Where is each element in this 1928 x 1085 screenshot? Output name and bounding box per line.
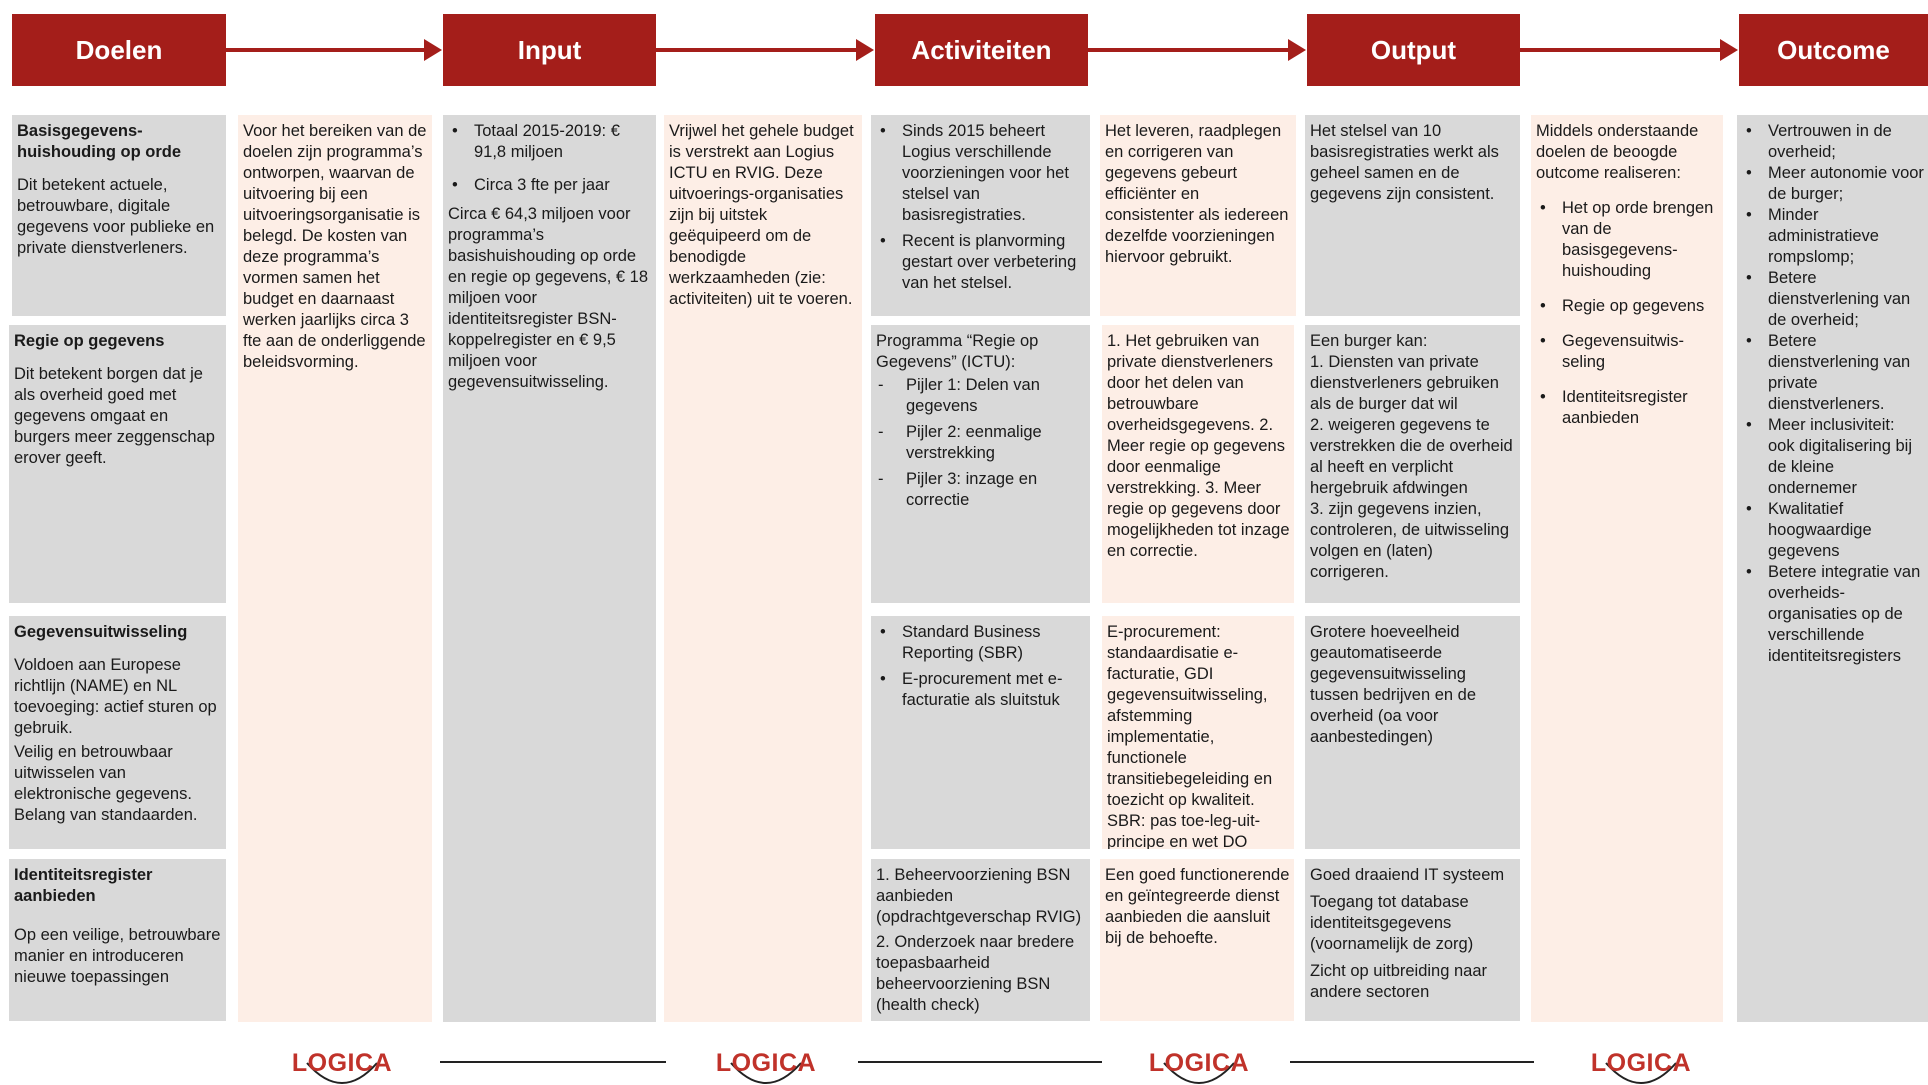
logica-logo-3: LOGICA xyxy=(1134,1041,1264,1085)
activiteit-1: Sinds 2015 beheert Logius verschillende … xyxy=(871,115,1090,316)
outcome-bullet: Betere dienstverlening van de overheid; xyxy=(1746,268,1924,331)
output-3: Grotere hoeveelheid geautomatiseerde geg… xyxy=(1305,616,1520,849)
note-text: Een goed functionerende en geïntegreerde… xyxy=(1105,866,1290,947)
activiteit-intro: Programma “Regie op Gegevens” (ICTU): xyxy=(876,332,1039,371)
doel-text: Dit betekent actuele, betrouwbare, digit… xyxy=(17,176,215,257)
doel-regie: Regie op gegevens Dit betekent borgen da… xyxy=(9,325,226,603)
header-output: Output xyxy=(1307,14,1520,86)
doel-title: Gegevensuitwisseling xyxy=(14,623,188,641)
activiteit-text: 1. Beheervoorziening BSN aanbieden (opdr… xyxy=(876,866,1082,926)
header-activiteiten: Activiteiten xyxy=(875,14,1088,86)
output-text: Toegang tot database identiteitsgegevens… xyxy=(1310,893,1474,953)
logo-text: LOGICA xyxy=(291,1049,393,1077)
footer-rule-1 xyxy=(440,1061,666,1063)
activiteit-note-3: E-procurement: standaardisatie e-factura… xyxy=(1102,616,1294,849)
activiteit-pijler: Pijler 1: Delen van gegevens xyxy=(878,375,1086,417)
logo-text: LOGICA xyxy=(1590,1049,1692,1077)
note-text: E-procurement: standaardisatie e-factura… xyxy=(1107,623,1273,849)
logo-arc-icon xyxy=(1605,1062,1677,1084)
outcome-bullet: Betere integratie van overheids-organisa… xyxy=(1746,562,1924,667)
output-text: Goed draaiend IT systeem xyxy=(1310,866,1505,884)
activiteit-2: Programma “Regie op Gegevens” (ICTU): Pi… xyxy=(871,325,1090,603)
activiteit-note-1: Het leveren, raadplegen en corrigeren va… xyxy=(1100,115,1296,316)
input-bullet: Circa 3 fte per jaar xyxy=(452,175,652,196)
outcome-panel: Vertrouwen in de overheid; Meer autonomi… xyxy=(1737,115,1928,1022)
header-outcome: Outcome xyxy=(1739,14,1928,86)
logica-logo-2: LOGICA xyxy=(701,1041,831,1085)
flow-arrow-1 xyxy=(226,39,442,61)
doel-text: Veilig en betrouwbaar uitwisselen van el… xyxy=(14,743,198,824)
logo-arc-icon xyxy=(730,1062,802,1084)
input-note: Vrijwel het gehele budget is verstrekt a… xyxy=(664,115,862,1022)
logica-logo-4: LOGICA xyxy=(1576,1041,1706,1085)
activiteit-bullet: Recent is planvorming gestart over verbe… xyxy=(880,231,1086,294)
logo-arc-icon xyxy=(1163,1062,1235,1084)
flow-arrow-3 xyxy=(1088,39,1306,61)
doel-basisgegevens: Basisgegevens-huishouding op orde Dit be… xyxy=(12,115,226,316)
output-text: 2. weigeren gegevens te verstrekken die … xyxy=(1310,416,1513,497)
activiteit-pijler: Pijler 3: inzage en correctie xyxy=(878,469,1086,511)
logo-text: LOGICA xyxy=(715,1049,817,1077)
outcome-bullet: Vertrouwen in de overheid; xyxy=(1746,121,1924,163)
outcome-bullet: Meer autonomie voor de burger; xyxy=(1746,163,1924,205)
doel-text: Voldoen aan Europese richtlijn (NAME) en… xyxy=(14,656,217,737)
output-2: Een burger kan: 1. Diensten van private … xyxy=(1305,325,1520,603)
activiteit-pijler: Pijler 2: eenmalige verstrekking xyxy=(878,422,1086,464)
flow-arrow-2 xyxy=(656,39,874,61)
output-text: Grotere hoeveelheid geautomatiseerde geg… xyxy=(1310,623,1477,746)
output-note-bullet: Gegevensuitwis-seling xyxy=(1540,331,1719,373)
output-text: Het stelsel van 10 basisregistraties wer… xyxy=(1310,122,1499,203)
outcome-bullet: Kwalitatief hoogwaardige gegevens xyxy=(1746,499,1924,562)
logo-text: LOGICA xyxy=(1148,1049,1250,1077)
output-text: Een burger kan: xyxy=(1310,332,1428,350)
doel-identiteitsregister: Identiteitsregister aanbieden Op een vei… xyxy=(9,859,226,1021)
activiteit-bullet: E-procurement met e-facturatie als sluit… xyxy=(880,669,1086,711)
output-1: Het stelsel van 10 basisregistraties wer… xyxy=(1305,115,1520,316)
output-4: Goed draaiend IT systeem Toegang tot dat… xyxy=(1305,859,1520,1021)
doel-text: Op een veilige, betrouwbare manier en in… xyxy=(14,926,221,986)
activiteit-4: 1. Beheervoorziening BSN aanbieden (opdr… xyxy=(871,859,1090,1021)
output-note-bullet: Identiteitsregister aanbieden xyxy=(1540,387,1719,429)
activiteit-bullet: Sinds 2015 beheert Logius verschillende … xyxy=(880,121,1086,226)
activiteit-note-4: Een goed functionerende en geïntegreerde… xyxy=(1100,859,1294,1021)
output-text: 3. zijn gegevens inzien, controleren, de… xyxy=(1310,500,1510,581)
footer-rule-2 xyxy=(858,1061,1102,1063)
doel-text: Dit betekent borgen dat je als overheid … xyxy=(14,365,215,467)
doel-title: Regie op gegevens xyxy=(14,332,165,350)
output-note-bullet: Het op orde brengen van de basisgegevens… xyxy=(1540,198,1719,282)
activiteit-3: Standard Business Reporting (SBR) E-proc… xyxy=(871,616,1090,849)
doel-gegevensuitwisseling: Gegevensuitwisseling Voldoen aan Europes… xyxy=(9,616,226,849)
note-text: Vrijwel het gehele budget is verstrekt a… xyxy=(669,122,854,308)
activiteit-text: 2. Onderzoek naar bredere toepasbaarheid… xyxy=(876,933,1075,1014)
outcome-bullet: Meer inclusiviteit: ook digitalisering b… xyxy=(1746,415,1924,499)
flow-arrow-4 xyxy=(1520,39,1738,61)
footer-rule-3 xyxy=(1290,1061,1534,1063)
note-text: 1. Het gebruiken van private dienstverle… xyxy=(1107,332,1290,560)
logo-arc-icon xyxy=(306,1062,378,1084)
header-doelen: Doelen xyxy=(12,14,226,86)
outcome-bullet: Betere dienstverlening van private diens… xyxy=(1746,331,1924,415)
output-text: 1. Diensten van private dienstverleners … xyxy=(1310,353,1499,413)
activiteit-bullet: Standard Business Reporting (SBR) xyxy=(880,622,1086,664)
note-text: Middels onderstaande doelen de beoogde o… xyxy=(1536,122,1699,182)
output-note-bullet: Regie op gegevens xyxy=(1540,296,1719,317)
input-bullet: Totaal 2015-2019: € 91,8 miljoen xyxy=(452,121,652,163)
note-text: Het leveren, raadplegen en corrigeren va… xyxy=(1105,122,1289,266)
doelen-note: Voor het bereiken van de doelen zijn pro… xyxy=(238,115,432,1022)
activiteit-note-2: 1. Het gebruiken van private dienstverle… xyxy=(1102,325,1294,603)
note-text: Voor het bereiken van de doelen zijn pro… xyxy=(243,122,427,371)
outcome-bullet: Minder administratieve rompslomp; xyxy=(1746,205,1924,268)
header-input: Input xyxy=(443,14,656,86)
logica-logo-1: LOGICA xyxy=(277,1041,407,1085)
doel-title: Basisgegevens-huishouding op orde xyxy=(17,122,182,161)
input-text: Circa € 64,3 miljoen voor programma’s ba… xyxy=(448,205,648,391)
doel-title: Identiteitsregister aanbieden xyxy=(14,866,153,905)
input-panel: Totaal 2015-2019: € 91,8 miljoen Circa 3… xyxy=(443,115,656,1022)
output-text: Zicht op uitbreiding naar andere sectore… xyxy=(1310,962,1488,1001)
output-note: Middels onderstaande doelen de beoogde o… xyxy=(1531,115,1723,1022)
